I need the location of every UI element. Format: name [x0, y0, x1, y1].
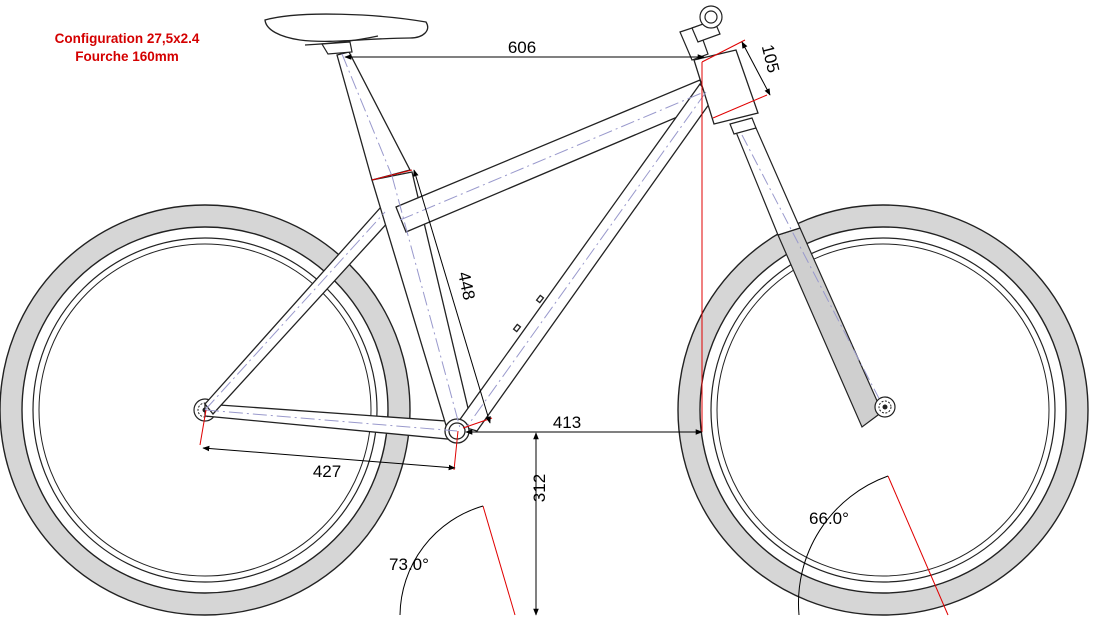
fork-steerer	[735, 127, 801, 236]
chainstay-dimension-line	[202, 445, 456, 471]
head-angle-label: 66.0°	[809, 509, 849, 528]
cockpit	[679, 5, 757, 135]
seat-angle-label: 73.0°	[389, 555, 429, 574]
fork-travel-label: Fourche 160mm	[75, 49, 179, 64]
front-hub	[874, 396, 896, 418]
top-tube-length-label: 606	[508, 38, 536, 57]
front-wheel	[677, 204, 1089, 616]
fork	[735, 127, 896, 428]
configuration-title: Configuration 27,5x2.4	[54, 31, 200, 46]
head-angle-arc	[797, 475, 889, 616]
bb-height-label: 312	[530, 474, 549, 502]
reference-lines	[199, 39, 949, 616]
saddle	[264, 13, 429, 55]
head-tube-dimension-line	[741, 41, 771, 96]
seat-tube-length-label: 448	[454, 270, 478, 302]
fork-leg	[777, 227, 883, 428]
configuration-caption: Configuration 27,5x2.4 Fourche 160mm	[12, 30, 242, 66]
handlebar-clamp	[699, 5, 723, 29]
seatpost	[336, 51, 411, 181]
seat-tube-dimension-line	[413, 169, 491, 424]
seat-angle-arc	[399, 505, 484, 616]
chainstay-length-label: 427	[313, 462, 341, 481]
chainstay	[204, 403, 461, 441]
front-tire	[678, 205, 1088, 615]
head-tube-length-label: 105	[758, 43, 783, 75]
dimension-lines	[202, 41, 889, 616]
reach-label: 413	[553, 413, 581, 432]
crown-race	[729, 117, 757, 135]
rear-tire	[0, 205, 410, 615]
